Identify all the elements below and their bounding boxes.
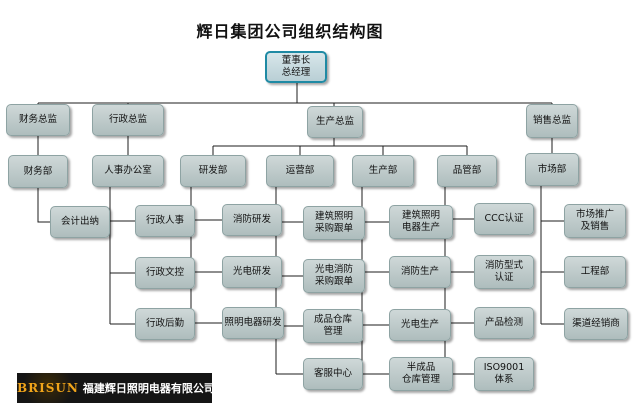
finished-warehouse-line2: 管理: [323, 326, 343, 337]
hr-office-box: 人事办公室: [92, 155, 164, 187]
finished-warehouse-box: 成品仓库 管理: [303, 309, 363, 343]
iso-system-line1: ISO9001: [483, 362, 525, 373]
customer-service-box: 客服中心: [303, 358, 363, 390]
iso-system-box: ISO9001 体系: [474, 357, 534, 391]
connector-hr-children: [109, 187, 135, 325]
quality-dept-box: 品管部: [437, 155, 497, 187]
market-dept-box: 市场部: [525, 153, 579, 186]
opto-production-box: 光电生产: [389, 309, 451, 341]
market-promo-box: 市场推广 及销售: [564, 204, 626, 238]
opto-fire-purchase-line2: 采购跟单: [314, 276, 353, 287]
accounting-cashier-box: 会计出纳: [50, 206, 110, 238]
arch-lighting-production-box: 建筑照明 电器生产: [389, 205, 453, 239]
semi-warehouse-line1: 半成品: [406, 362, 436, 373]
opto-fire-purchase-box: 光电消防 采购跟单: [303, 259, 365, 293]
general-manager-label: 总经理: [281, 67, 311, 78]
sales-director-box: 销售总监: [526, 104, 578, 138]
market-promo-line2: 及销售: [580, 221, 610, 232]
opto-fire-purchase-line1: 光电消防: [314, 264, 353, 275]
engineering-dept-box: 工程部: [564, 256, 626, 288]
arch-lighting-production-line1: 建筑照明: [401, 210, 440, 221]
admin-logistics-box: 行政后勤: [135, 308, 195, 340]
fire-type-cert-line2: 认证: [494, 272, 514, 283]
finance-dept-box: 财务部: [8, 155, 68, 188]
connector-rd-children: [190, 187, 222, 324]
lighting-rd-box: 照明电器研发: [222, 307, 284, 339]
operations-dept-box: 运营部: [266, 155, 334, 187]
company-logo: BRISUN 福建辉日照明电器有限公司: [17, 373, 215, 403]
arch-lighting-production-line2: 电器生产: [401, 222, 440, 233]
finance-director-box: 财务总监: [6, 104, 70, 136]
connector-finance-children: [37, 188, 50, 223]
brisun-logo-mark: BRISUN: [17, 373, 79, 403]
fire-production-box: 消防生产: [389, 256, 451, 288]
connector-production-children: [361, 187, 389, 375]
fire-type-cert-line1: 消防型式: [484, 260, 523, 271]
product-testing-box: 产品检测: [474, 307, 534, 339]
optoelectronic-rd-box: 光电研发: [222, 256, 282, 288]
market-promo-line1: 市场推广: [575, 209, 614, 220]
company-name: 福建辉日照明电器有限公司: [82, 382, 215, 395]
rd-dept-box: 研发部: [180, 155, 246, 187]
finished-warehouse-line1: 成品仓库: [313, 314, 352, 325]
iso-system-line2: 体系: [494, 374, 514, 385]
channel-dealers-box: 渠道经销商: [564, 308, 628, 340]
production-dept-box: 生产部: [352, 155, 414, 187]
semi-warehouse-box: 半成品 仓库管理: [389, 357, 453, 391]
fire-type-cert-box: 消防型式 认证: [474, 255, 534, 289]
chairman-label: 董事长: [281, 55, 311, 66]
chairman-box: 董事长 总经理: [265, 51, 327, 83]
arch-lighting-purchase-line2: 采购跟单: [314, 223, 353, 234]
fire-rd-box: 消防研发: [222, 204, 282, 236]
admin-director-box: 行政总监: [92, 104, 164, 136]
arch-lighting-purchase-box: 建筑照明 采购跟单: [303, 206, 365, 240]
connector-market-children: [540, 186, 564, 325]
arch-lighting-purchase-line1: 建筑照明: [314, 211, 353, 222]
ccc-cert-box: CCC认证: [474, 203, 534, 235]
chart-title: 辉日集团公司组织结构图: [196, 22, 384, 41]
admin-documents-box: 行政文控: [135, 257, 195, 289]
semi-warehouse-line2: 仓库管理: [401, 374, 440, 385]
production-director-box: 生产总监: [307, 106, 363, 138]
admin-personnel-box: 行政人事: [135, 205, 195, 237]
